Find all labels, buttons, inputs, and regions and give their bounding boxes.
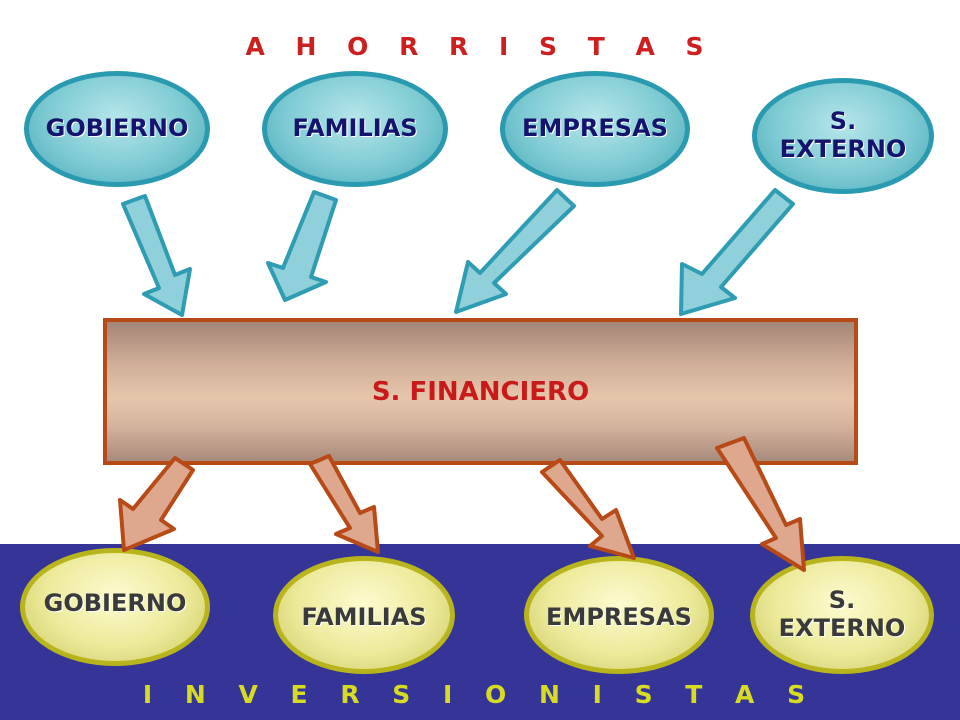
saver-empresas-label: EMPRESAS xyxy=(522,114,668,143)
saver-sector-externo: S. EXTERNO xyxy=(752,78,934,194)
saver-familias-label: FAMILIAS xyxy=(292,114,418,143)
investor-sector-externo-line1: S. xyxy=(828,586,856,615)
financial-sector-box: S. FINANCIERO xyxy=(103,318,858,465)
arrow-financial-to-gobierno xyxy=(118,456,195,552)
savers-title: A H O R R I S T A S xyxy=(245,32,715,61)
investors-title: I N V E R S I O N I S T A S xyxy=(142,680,818,709)
investor-gobierno: GOBIERNO xyxy=(20,548,210,666)
investor-familias-label: FAMILIAS xyxy=(301,603,427,632)
arrow-familias-to-financial xyxy=(266,190,338,302)
investor-gobierno-label: GOBIERNO xyxy=(43,589,187,618)
saver-sector-externo-line1: S. xyxy=(829,107,857,136)
financial-sector-label: S. FINANCIERO xyxy=(371,376,590,407)
arrow-empresas-to-financial xyxy=(454,188,576,314)
investor-sector-externo-line2: EXTERNO xyxy=(778,614,906,642)
investor-empresas: EMPRESAS xyxy=(524,556,714,674)
saver-gobierno: GOBIERNO xyxy=(24,71,210,187)
investor-empresas-label: EMPRESAS xyxy=(546,603,692,632)
arrow-gobierno-to-financial xyxy=(121,194,192,317)
saver-familias: FAMILIAS xyxy=(262,71,448,187)
investor-sector-externo: S. EXTERNO xyxy=(750,556,934,674)
investor-familias: FAMILIAS xyxy=(273,556,455,674)
saver-gobierno-label: GOBIERNO xyxy=(45,114,189,143)
arrow-financial-to-familias xyxy=(308,454,380,554)
saver-sector-externo-line2: EXTERNO xyxy=(779,135,907,163)
arrow-externo-to-financial xyxy=(679,188,795,316)
saver-empresas: EMPRESAS xyxy=(500,71,690,187)
